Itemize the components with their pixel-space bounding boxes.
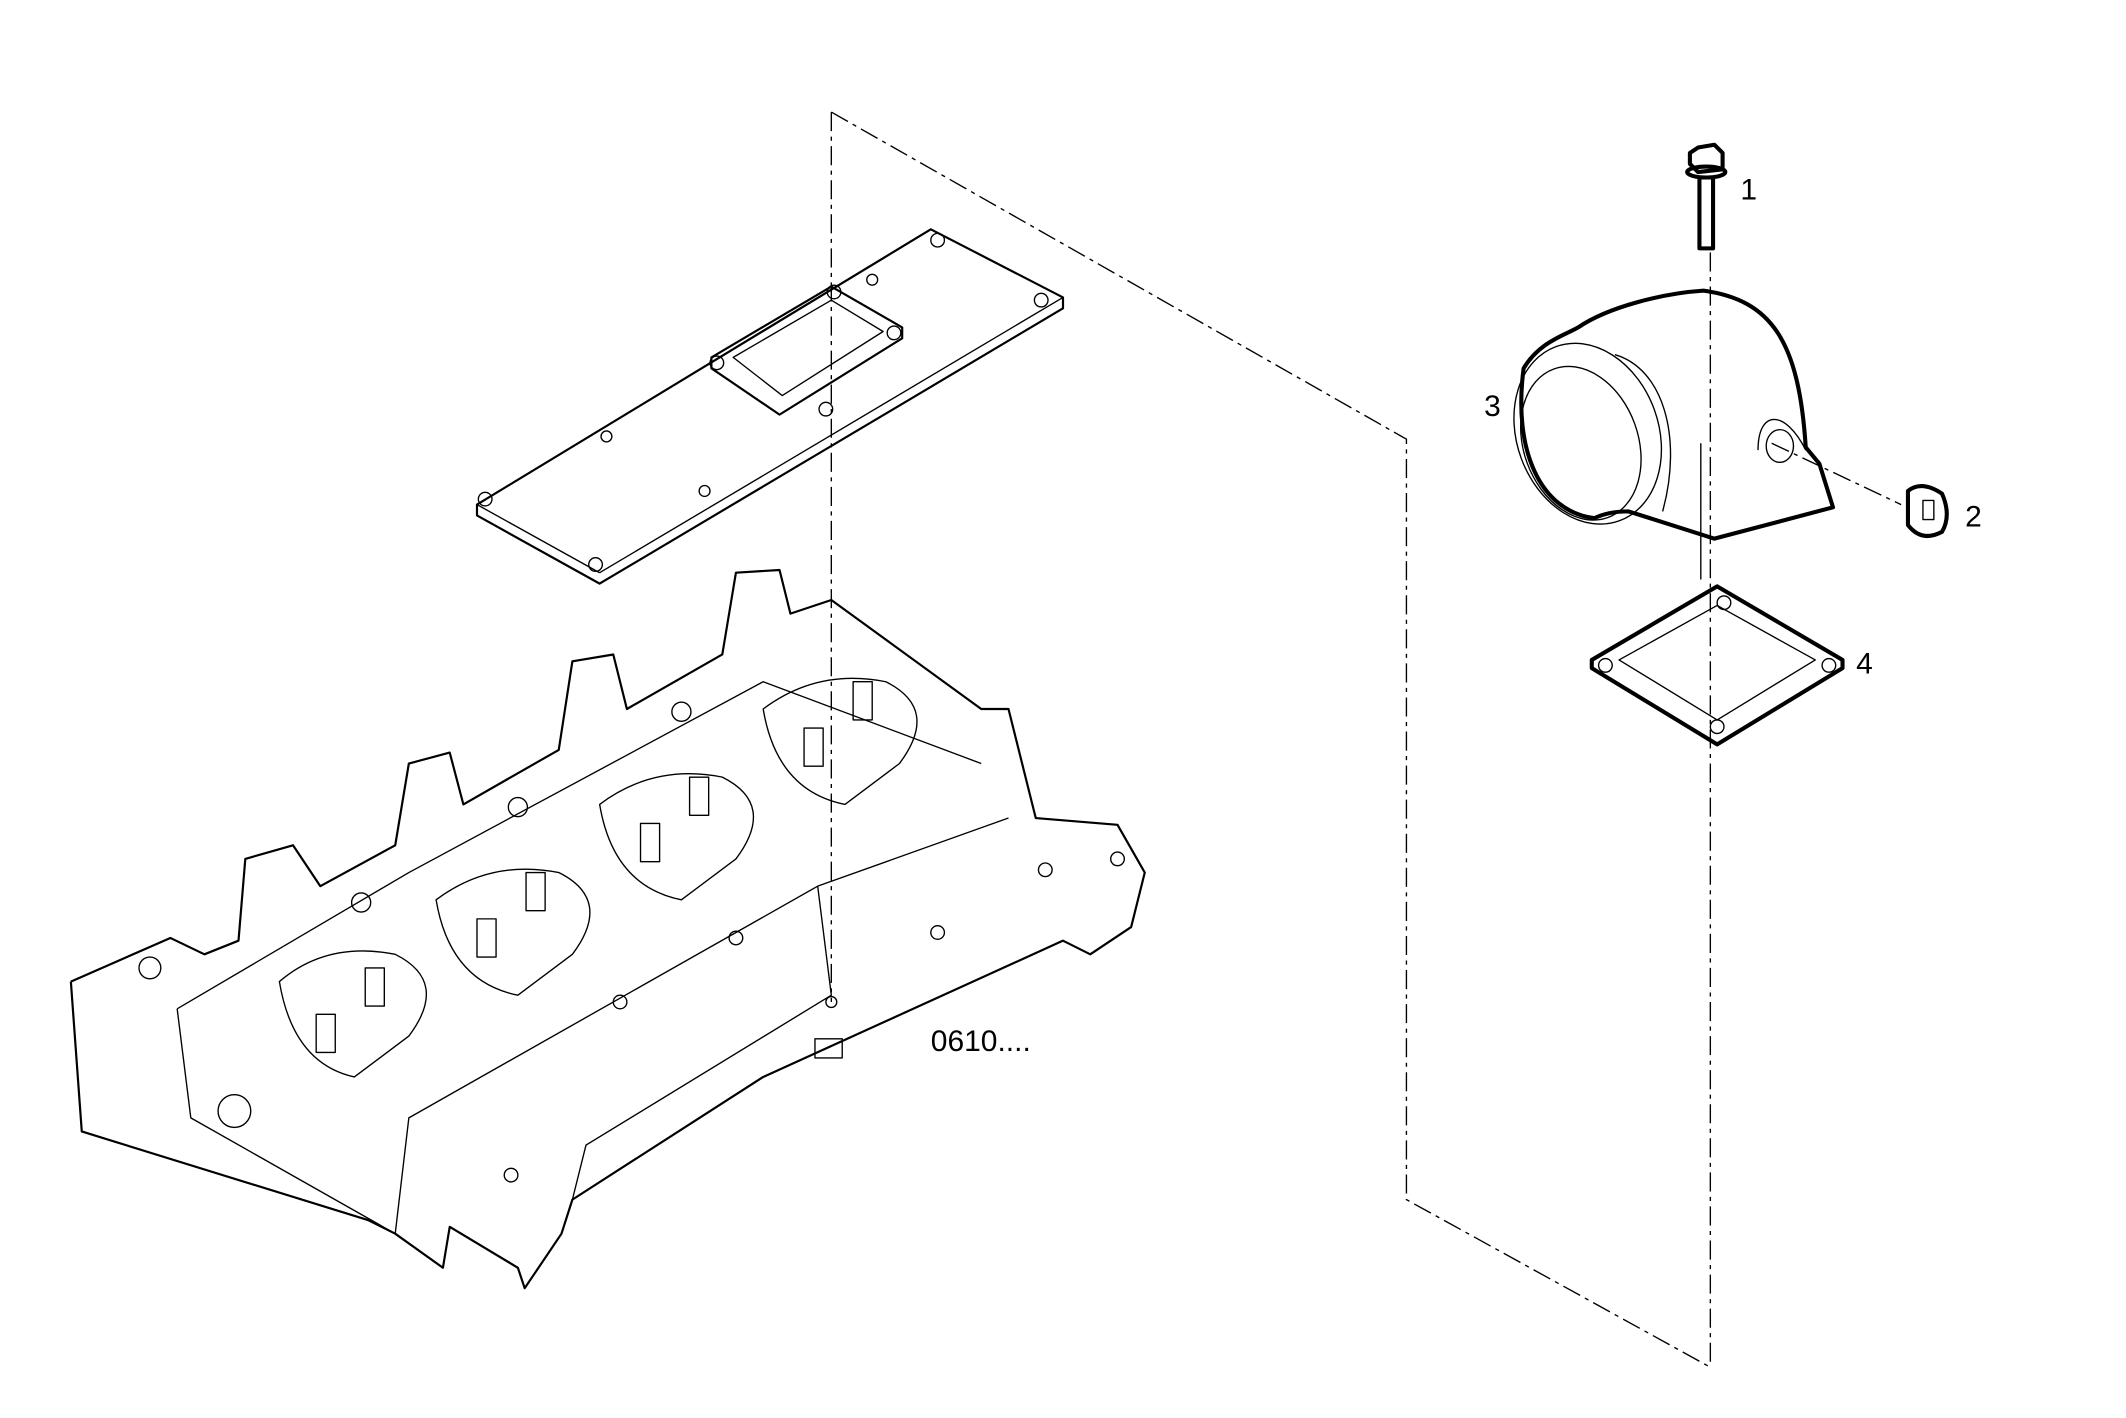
callout-2: 2 [1965, 500, 1982, 533]
callout-4: 4 [1856, 648, 1873, 681]
gasket-part-4 [1589, 584, 1845, 747]
assembly-lines [830, 111, 1902, 1368]
callout-3: 3 [1484, 390, 1501, 423]
callout-1: 1 [1740, 173, 1757, 206]
bolt-part-1 [1685, 142, 1728, 251]
reference-label: 0610.... [931, 1025, 1031, 1058]
plug-part-2 [1905, 484, 1949, 539]
intake-cover-plate [475, 228, 1065, 585]
cylinder-head [69, 568, 1146, 1290]
elbow-part-3 [1513, 288, 1836, 580]
